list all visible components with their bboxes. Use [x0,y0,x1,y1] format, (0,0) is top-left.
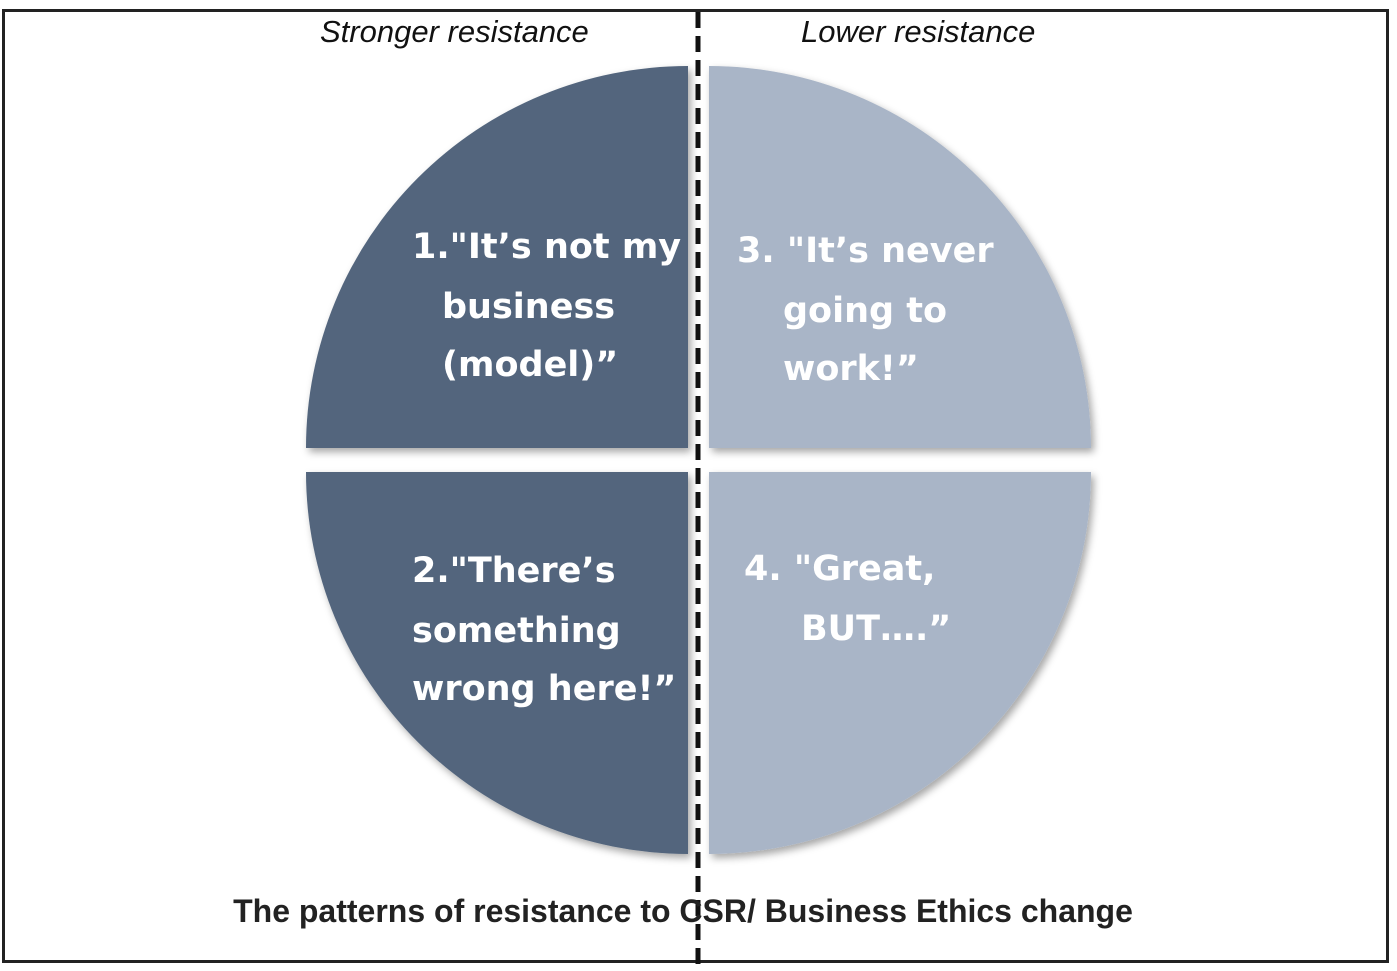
quadrant-4-line-1: 4. "Great, [744,549,935,589]
quadrant-2-wedge [306,472,688,854]
quadrant-2-line-3: wrong here!” [412,669,676,709]
quadrant-3-line-2: going to [783,291,947,331]
quadrant-1-text: 1."It’s not my business (model)” [412,227,693,385]
quadrant-2-line-2: something [412,611,621,651]
quadrant-1-line-3: (model)” [442,345,618,385]
quadrant-3-wedge [709,66,1091,448]
quadrant-1-wedge [306,66,688,448]
quadrant-4-text: 4. "Great, BUT….” [744,549,951,649]
header-lower-resistance: Lower resistance [801,14,1036,49]
quadrant-4-wedge [709,472,1091,854]
quadrant-3-line-3: work!” [783,349,919,389]
quadrant-2-line-1: 2."There’s [412,551,616,591]
header-stronger-resistance: Stronger resistance [320,14,589,49]
quadrant-3-line-1: 3. "It’s never [737,231,994,271]
quadrant-4-line-2: BUT….” [801,609,951,649]
quadrant-1-line-1: 1."It’s not my [412,227,681,267]
diagram-caption: The patterns of resistance to CSR/ Busin… [233,893,1133,929]
quadrant-3-text: 3. "It’s never going to work!” [737,231,1006,389]
quadrant-1-line-2: business [442,287,615,327]
quadrant-2-text: 2."There’s something wrong here!” [412,551,676,709]
